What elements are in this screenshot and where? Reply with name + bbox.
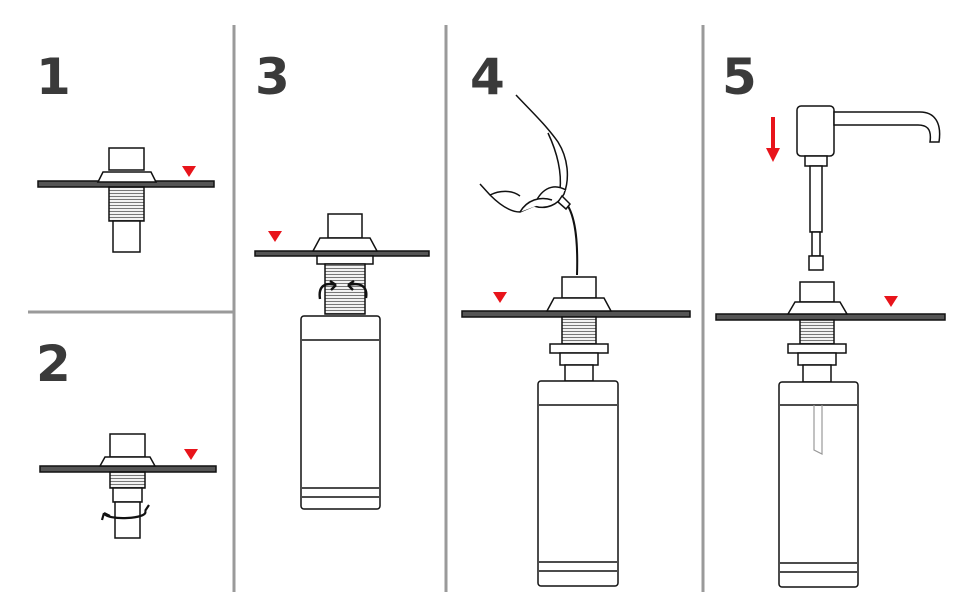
threaded-shank: [799, 319, 835, 345]
step-number-2: 2: [36, 335, 71, 393]
pump-stem-tip: [811, 231, 821, 257]
flange: [545, 297, 613, 312]
rotate-arrow-icon: [318, 280, 368, 300]
flange: [98, 456, 157, 467]
step-number-1: 1: [36, 48, 71, 106]
shank-tube: [114, 501, 141, 539]
pump-head-stub: [327, 213, 363, 239]
threaded-shank: [561, 316, 597, 345]
neck: [559, 352, 599, 366]
panel-borders: [28, 25, 705, 592]
pump-head-stub: [799, 281, 835, 303]
step-3-illustration: [254, 213, 430, 510]
step-4-illustration: [461, 94, 691, 587]
counter-top: [715, 313, 946, 321]
pump-head-stub: [109, 433, 146, 458]
flange: [786, 301, 849, 315]
nut: [787, 343, 847, 354]
threaded-shank: [109, 471, 146, 489]
refill-nozzle: [557, 194, 572, 211]
pump-head-stub: [561, 276, 597, 299]
nut: [549, 343, 609, 354]
step-number-5: 5: [722, 48, 757, 106]
nut: [112, 487, 143, 503]
pump-head: [796, 105, 835, 157]
pump-stem-end: [808, 255, 824, 271]
spout: [833, 111, 941, 143]
pour-tube: [567, 205, 579, 276]
step-number-3: 3: [255, 48, 290, 106]
step-number-4: 4: [470, 48, 505, 106]
step-2-illustration: [39, 433, 217, 539]
dip-tube: [813, 405, 823, 455]
flange: [96, 171, 158, 183]
neck-ring: [802, 364, 832, 383]
step-5-illustration: [715, 105, 946, 588]
red-triangle-marker-icon: [184, 449, 198, 460]
shank-tube: [112, 220, 141, 253]
counter-top: [39, 465, 217, 473]
red-triangle-marker-icon: [884, 296, 898, 307]
soap-bottle: [537, 380, 619, 587]
step-1-illustration: [37, 147, 215, 253]
down-arrow-icon: [766, 117, 780, 162]
hand-icon: [479, 94, 569, 213]
red-triangle-marker-icon: [268, 231, 282, 242]
collar: [316, 255, 374, 265]
neck-ring: [564, 364, 594, 382]
red-triangle-marker-icon: [493, 292, 507, 303]
pump-stem: [809, 165, 823, 233]
red-triangle-marker-icon: [182, 166, 196, 177]
pump-head-stub: [108, 147, 145, 171]
threaded-shank: [108, 186, 145, 222]
neck: [797, 352, 837, 366]
counter-top: [461, 310, 691, 318]
pump-stem-collar: [804, 155, 828, 167]
soap-bottle: [778, 381, 859, 588]
soap-bottle: [300, 315, 381, 510]
rotate-arrow-icon: [100, 504, 150, 521]
flange: [311, 237, 379, 252]
